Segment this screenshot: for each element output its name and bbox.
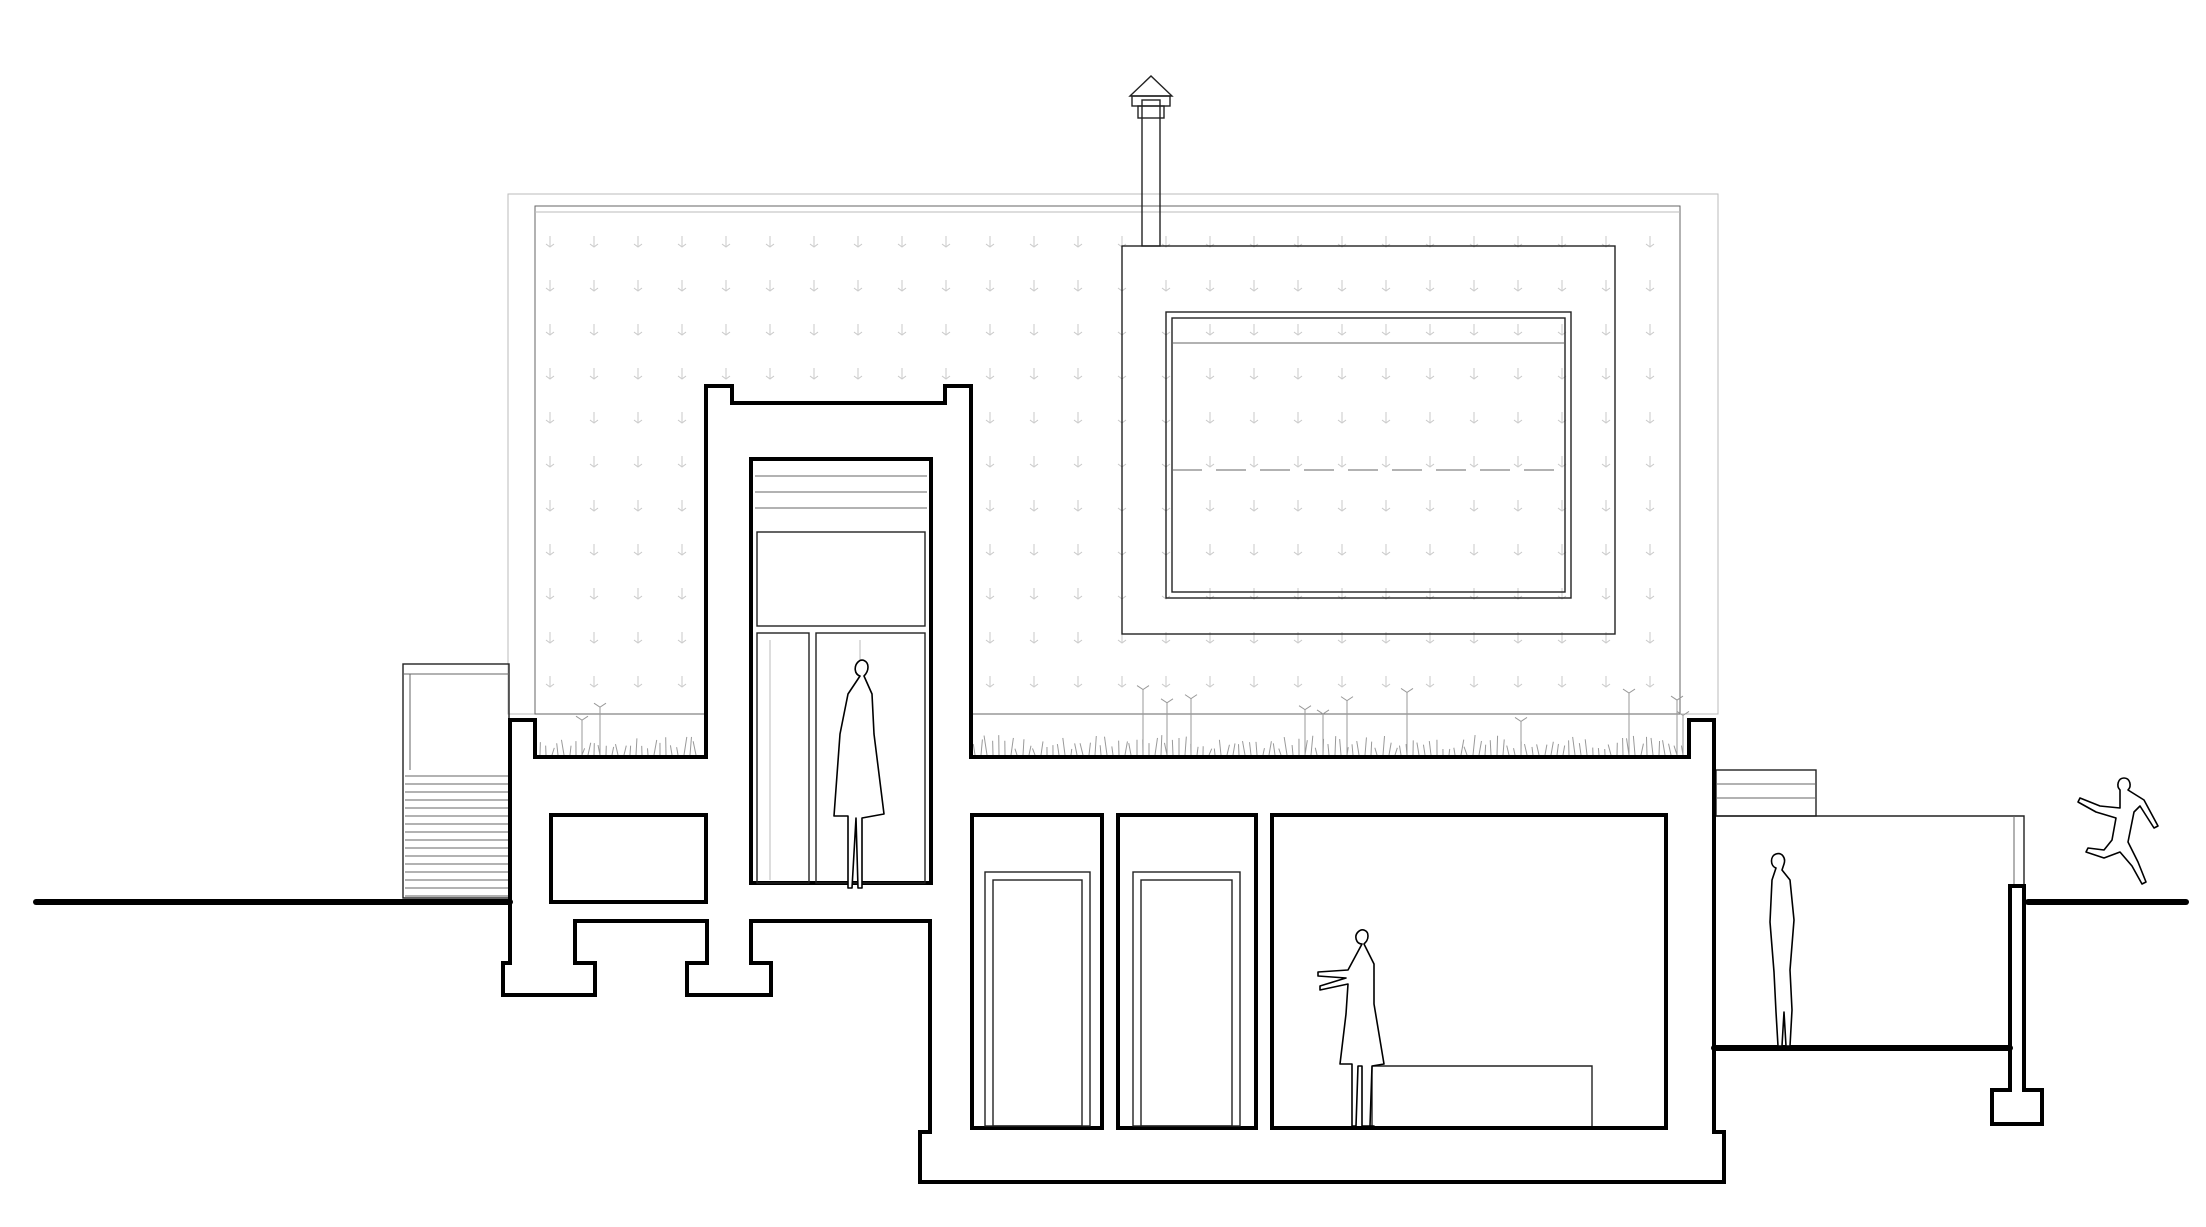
section-cut-walls — [501, 384, 2044, 1184]
rear-facade — [507, 193, 1719, 715]
ground-lines — [33, 899, 2189, 1051]
human-figure-upper-room — [833, 659, 885, 889]
facade-window — [1121, 245, 1616, 635]
roof-vegetation — [539, 685, 1690, 756]
human-figure-basement — [1317, 929, 1385, 1127]
basement-doors — [984, 871, 1593, 1127]
right-terrace — [1715, 769, 2025, 884]
human-figure-kicking — [2077, 777, 2159, 885]
left-annex-stair — [402, 663, 510, 899]
human-figure-terrace — [1769, 852, 1795, 1047]
